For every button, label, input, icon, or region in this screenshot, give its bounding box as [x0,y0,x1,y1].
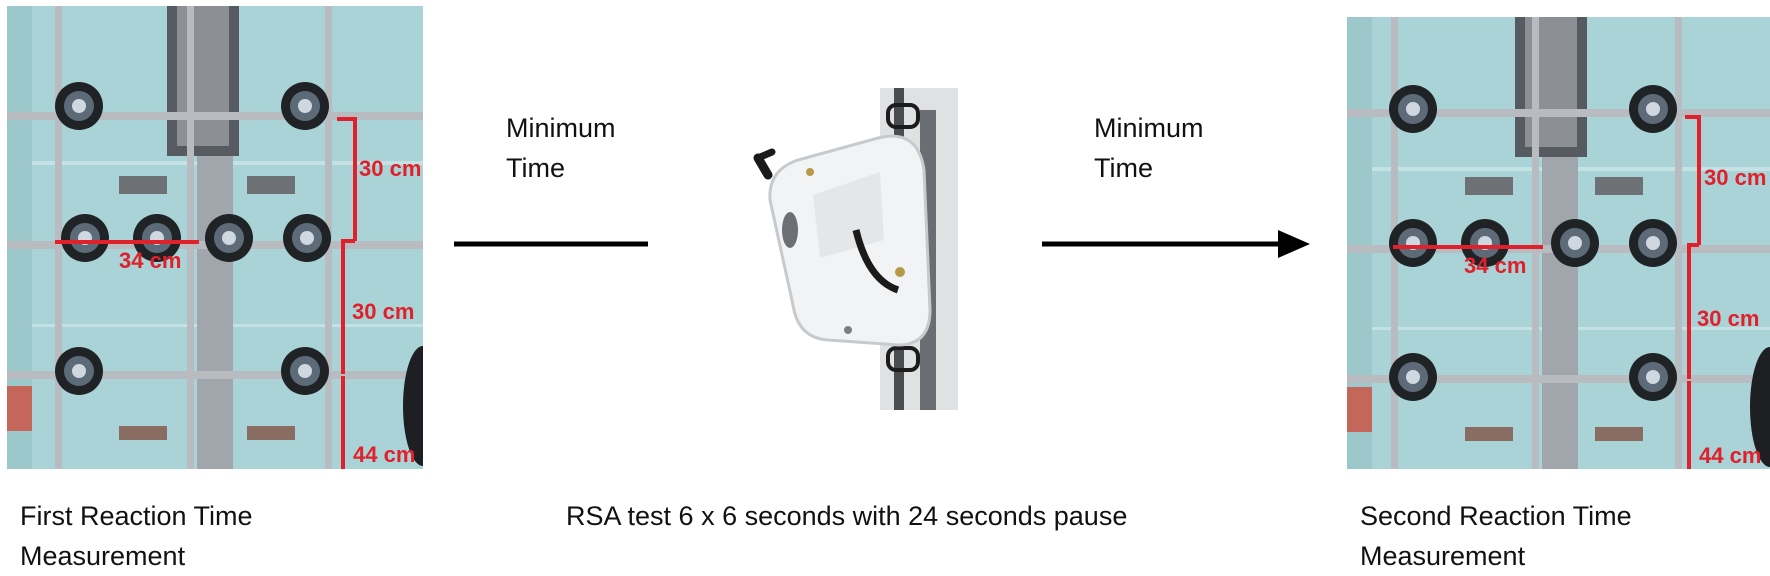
vertical-mid-label: 30 cm [352,299,414,324]
arrow-label-line2: Time [506,153,565,183]
first-measurement-photo: 30 cm 34 cm 30 cm 44 cm [7,6,423,469]
reaction-wall-image-left: 30 cm 34 cm 30 cm 44 cm [7,6,423,469]
caption-line2: Measurement [1360,541,1526,571]
vertical-top-label: 30 cm [359,156,421,181]
light-sensor-icon [55,82,331,395]
measurement-lines [1393,115,1701,469]
rsa-device-photo [648,0,1120,440]
arrow-label-line1: Minimum [1094,113,1204,143]
vertical-bottom-label: 44 cm [353,442,415,467]
caption-line1: First Reaction Time [20,501,253,531]
vertical-mid-label: 30 cm [1697,306,1759,331]
light-sensor-icon [1389,85,1677,401]
caption-line1: Second Reaction Time [1360,501,1632,531]
second-measurement-photo: 30 cm 34 cm 30 cm 44 cm [1347,17,1770,469]
vertical-bottom-label: 44 cm [1699,443,1761,468]
sprint-device-image [648,0,1120,440]
arrow-label-line1: Minimum [506,113,616,143]
caption-first-measurement: First Reaction Time Measurement [20,496,253,576]
measurement-lines [55,117,357,469]
caption-line2: Measurement [20,541,186,571]
caption-second-measurement: Second Reaction Time Measurement [1360,496,1632,576]
caption-rsa-test: RSA test 6 x 6 seconds with 24 seconds p… [566,496,1127,536]
caption-center-text: RSA test 6 x 6 seconds with 24 seconds p… [566,501,1128,531]
arrow-label-2: Minimum Time [1094,108,1204,188]
horizontal-label: 34 cm [119,248,181,273]
reaction-wall-image-right: 30 cm 34 cm 30 cm 44 cm [1347,17,1770,469]
arrow-right-icon [1042,230,1310,258]
horizontal-label: 34 cm [1464,253,1526,278]
vertical-top-label: 30 cm [1704,165,1766,190]
arrow-label-1: Minimum Time [506,108,616,188]
arrow-label-line2: Time [1094,153,1153,183]
